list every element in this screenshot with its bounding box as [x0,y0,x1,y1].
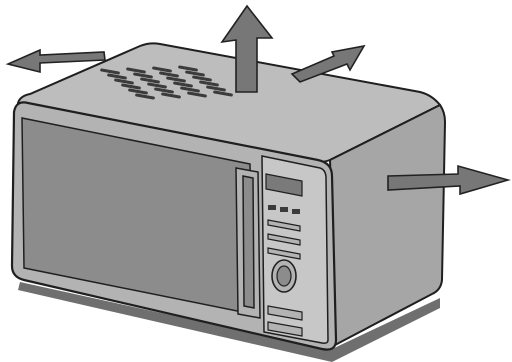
control-dial-inner [276,265,292,287]
display-window [265,173,303,197]
vent-slot [133,72,153,79]
preset-button-2 [280,207,288,212]
panel-key-1 [267,219,301,232]
preset-button-1 [268,205,276,210]
vent-slot [107,73,127,80]
vent-slot [152,66,172,73]
panel-key-3 [267,247,301,260]
arrow-right-icon [387,164,511,196]
arrow-up-icon [220,4,274,93]
vent-slot [206,85,226,92]
vent-slot [213,90,233,97]
panel-key-5 [267,321,303,337]
vent-slot [180,86,200,93]
arrow-back-left-icon [5,48,106,74]
vent-slot [173,81,193,88]
vent-slot [185,70,205,77]
vent-slot [178,65,198,72]
vent-slot [135,93,155,100]
vent-slot [114,78,134,85]
vent-slot [147,82,167,89]
vent-slot [166,76,186,83]
panel-key-4 [267,305,303,321]
top-vents [100,65,233,100]
vent-slot [128,88,148,95]
microwave-oven [10,42,447,351]
vent-slot [161,92,181,99]
vent-slot [199,80,219,87]
vent-slot [192,75,212,82]
panel-key-2 [267,233,301,246]
vent-slot [159,71,179,78]
vent-slot [154,87,174,94]
clearance-arrows [5,4,511,196]
control-panel [261,155,329,344]
preset-button-3 [292,209,300,214]
door-handle-inner [242,175,255,309]
vent-slot [187,91,207,98]
vent-slot [140,77,160,84]
vent-slot [121,83,141,90]
vent-slot [100,68,120,75]
vent-slot [126,67,146,74]
arrow-back-right-icon [290,44,366,83]
